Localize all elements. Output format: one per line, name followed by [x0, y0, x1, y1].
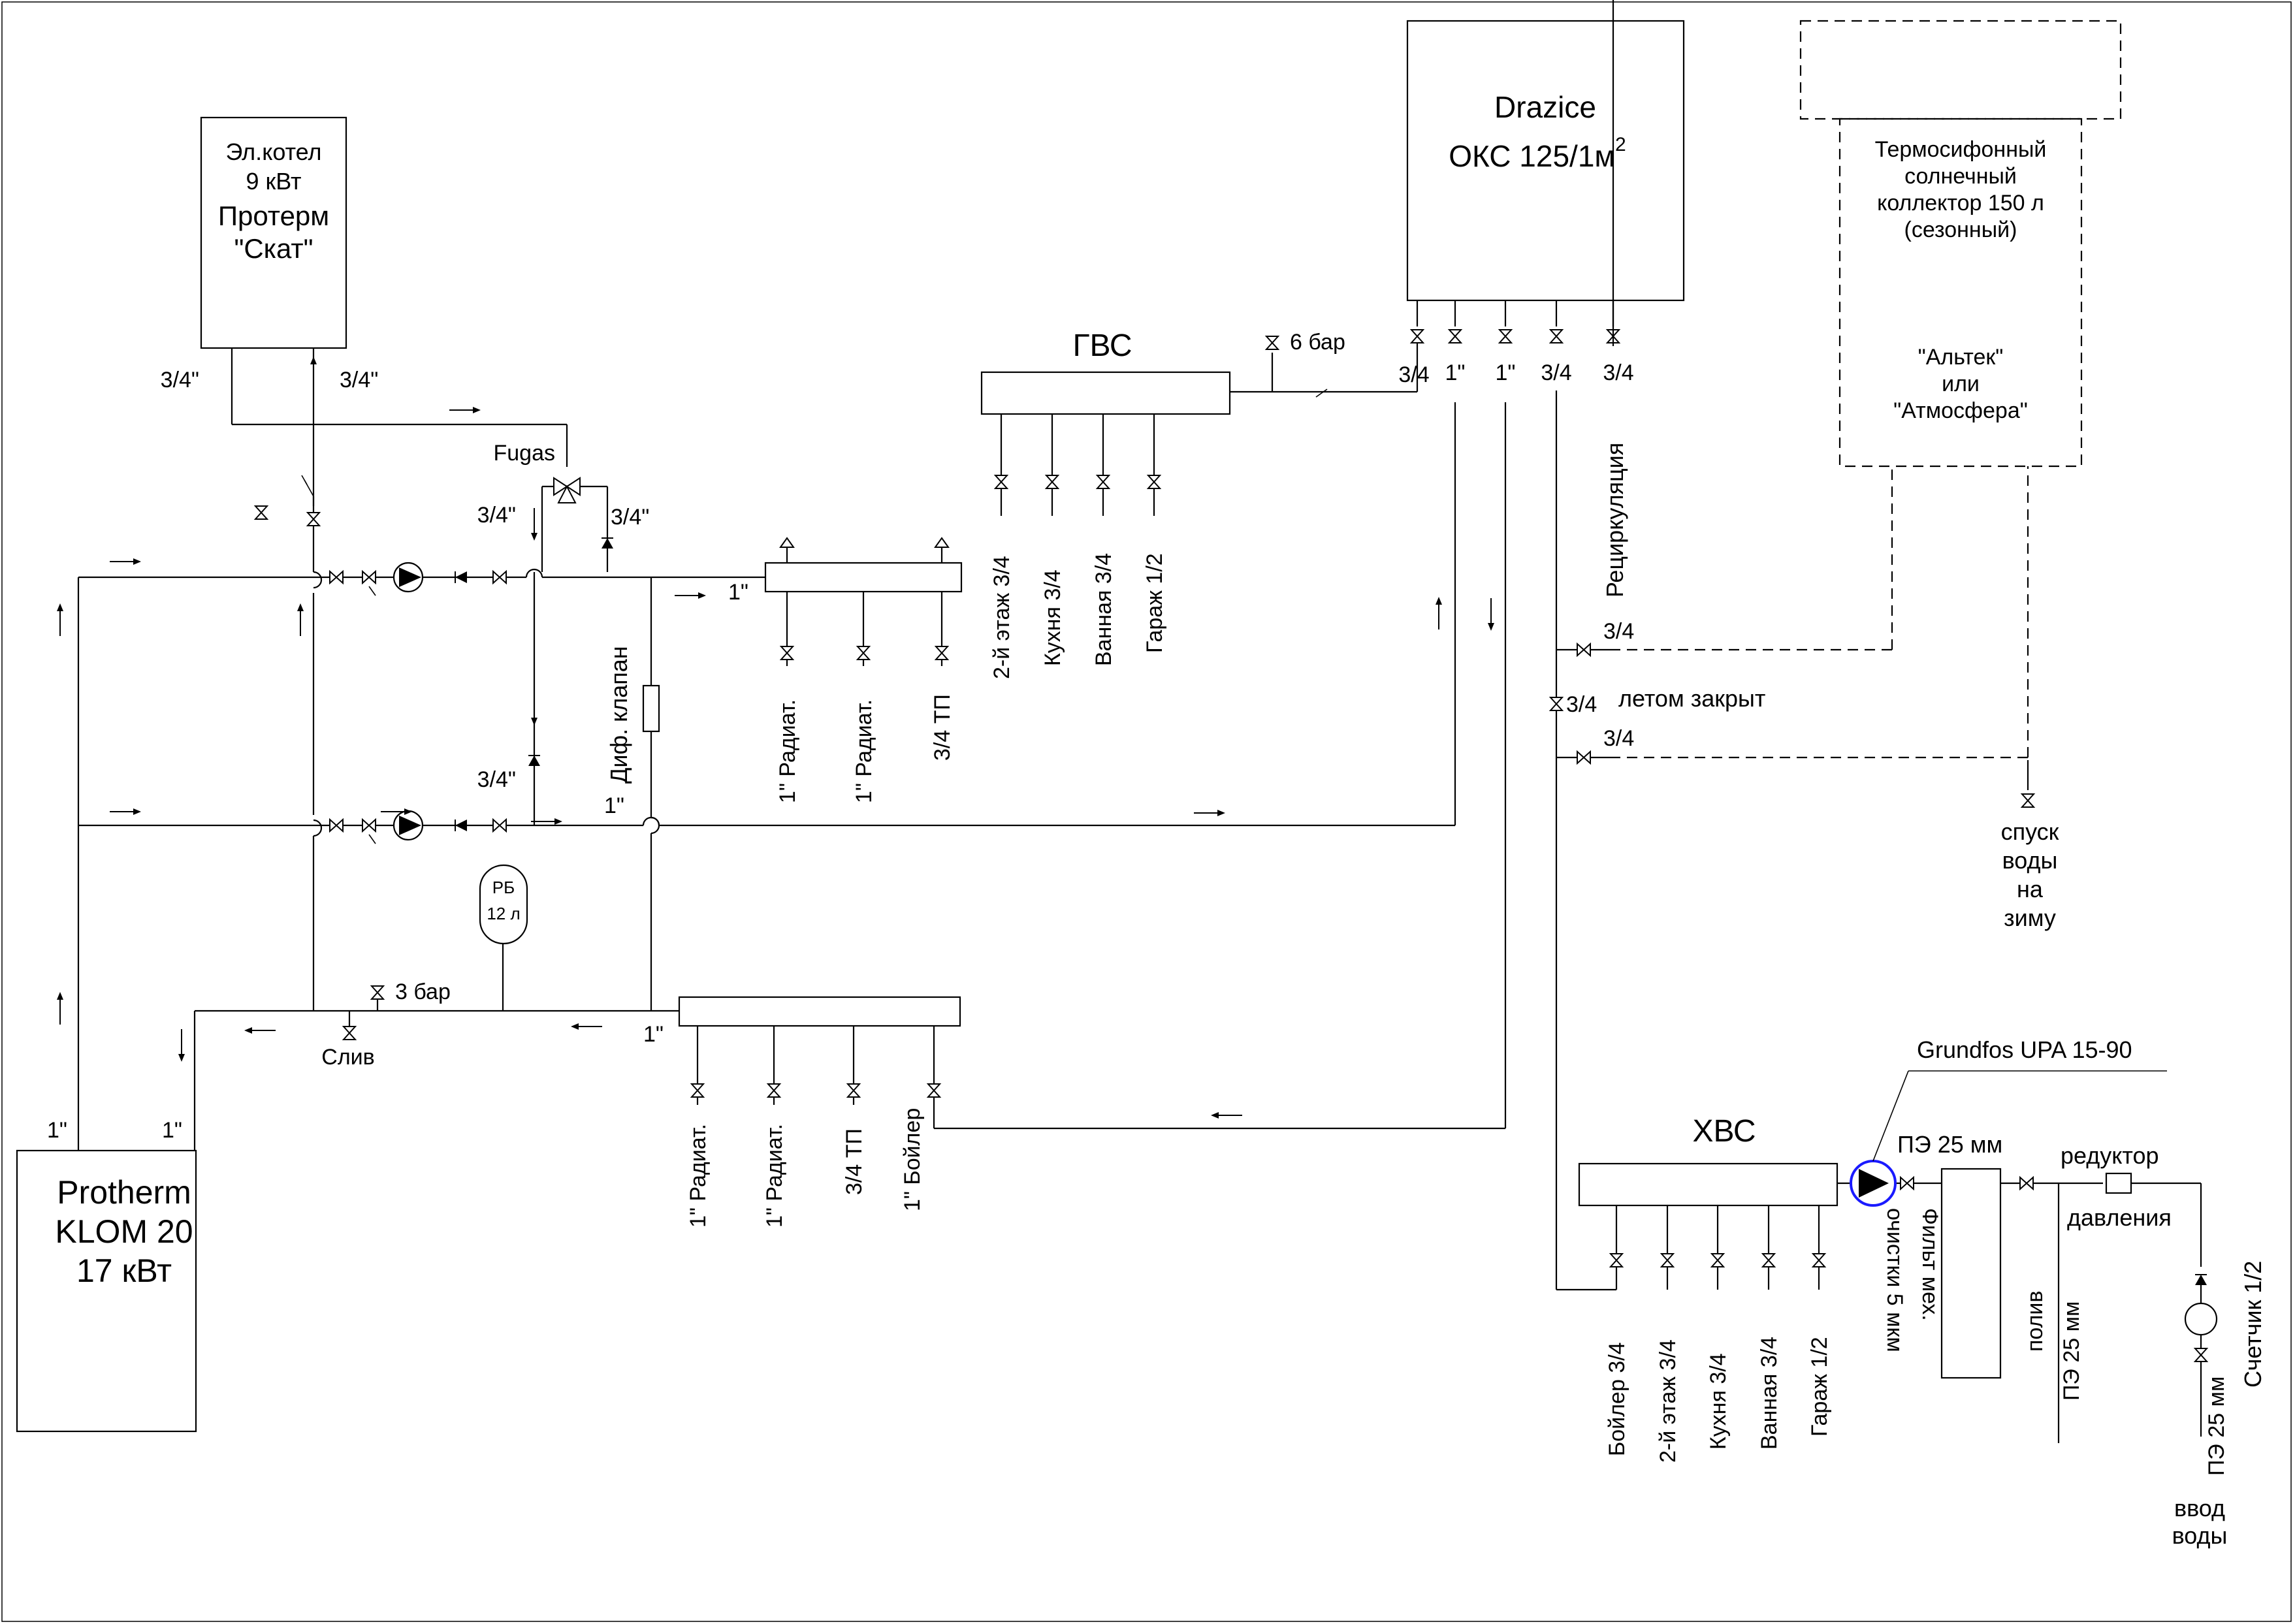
label-fugas-left: 3/4" — [477, 503, 516, 528]
flow-arrows — [56, 558, 1495, 1119]
gvs-title: ГВС — [1072, 328, 1132, 363]
outlet-gvs-3: Ванная 3/4 — [1091, 553, 1116, 666]
electric-boiler-type: Эл.котел — [226, 138, 322, 165]
label-tank-4: 3/4 — [1541, 360, 1571, 385]
electric-boiler-power: 9 кВт — [246, 168, 301, 195]
electric-boiler: Эл.котел 9 кВт Протерм "Скат" — [200, 116, 347, 349]
label-input-1: ввод — [2174, 1495, 2225, 1521]
solar-line5: "Альтек" — [1918, 345, 2004, 370]
water-input-line — [1837, 1070, 2218, 1443]
circulation-pump-lower — [393, 810, 424, 841]
outlet-hvs-1: Бойлер 3/4 — [1605, 1342, 1629, 1456]
solar-line2: солнечный — [1904, 164, 2017, 189]
main-boiler-model: KLOM 20 — [55, 1213, 193, 1250]
label-solar-out: 3/4 — [1603, 726, 1634, 751]
label-tank-3: 1" — [1496, 360, 1516, 385]
label-3bar: 3 бар — [395, 979, 451, 1004]
label-grundfos: Grundfos UPA 15-90 — [1917, 1036, 2132, 1063]
label-tank-5: 3/4 — [1603, 360, 1633, 385]
outlet-upper-2: 1" Радиат. — [852, 699, 876, 803]
solar-line7: "Атмосфера" — [1893, 398, 2028, 423]
main-boiler-brand: Protherm — [57, 1174, 191, 1211]
label-manifold-lower: 1" — [643, 1022, 664, 1047]
outlet-lower-3: 3/4 ТП — [842, 1128, 867, 1195]
outlet-gvs-4: Гараж 1/2 — [1142, 553, 1167, 653]
solar-line4: (сезонный) — [1904, 217, 2017, 242]
electric-boiler-model: "Скат" — [234, 233, 313, 264]
label-check-lower: 3/4" — [477, 767, 516, 792]
solar-line6: или — [1942, 372, 1980, 396]
label-tank-1: 3/4 — [1398, 362, 1429, 387]
label-poliv-1: полив — [2023, 1291, 2047, 1352]
outlet-lower-1: 1" Радиат. — [686, 1124, 711, 1228]
label-el-out-left: 3/4" — [161, 368, 199, 392]
heating-manifold-upper — [764, 537, 963, 666]
main-boiler-power: 17 кВт — [76, 1252, 172, 1289]
label-filter-1: Фильт мех. — [1918, 1208, 1942, 1321]
label-solar-in: 3/4 — [1603, 619, 1634, 644]
label-reductor-2: давления — [2067, 1204, 2172, 1231]
expansion-tank-label: РБ — [492, 878, 515, 897]
label-poliv-2: ПЭ 25 мм — [2059, 1301, 2084, 1401]
outlet-hvs-4: Ванная 3/4 — [1757, 1337, 1782, 1450]
label-drain-winter-4: зиму — [2004, 904, 2056, 931]
label-filter-2: очистки 5 мкм — [1882, 1208, 1907, 1352]
water-meter — [2184, 1302, 2218, 1336]
outlet-lower-4: 1" Бойлер — [900, 1108, 925, 1211]
solar-line1: Термосифонный — [1875, 137, 2047, 162]
label-input-pe: ПЭ 25 мм — [2204, 1377, 2229, 1476]
label-recirculation: Рециркуляция — [1601, 443, 1628, 597]
annotations: 3/4" 3/4" Fugas 3/4" 3/4" 3/4" 1" 1" 1" … — [47, 330, 2266, 1549]
solar-line3: коллектор 150 л — [1877, 191, 2044, 215]
label-counter: Счетчик 1/2 — [2239, 1261, 2266, 1388]
label-drain-winter-1: спуск — [2001, 818, 2059, 845]
label-input-2: воды — [2172, 1522, 2228, 1549]
main-boiler: Protherm KLOM 20 17 кВт — [16, 1149, 197, 1433]
label-fugas: Fugas — [494, 441, 556, 466]
circuit-fittings — [255, 336, 1279, 1040]
label-drain-winter-2: воды — [2002, 847, 2058, 874]
expansion-tank-volume: 12 л — [487, 904, 520, 923]
hvs-title: ХВС — [1692, 1114, 1756, 1149]
label-dif-valve: Диф. клапан — [605, 646, 632, 784]
label-main-out-right: 1" — [162, 1118, 182, 1143]
label-tank-2: 1" — [1445, 360, 1466, 385]
outlet-upper-1: 1" Радиат. — [775, 699, 800, 803]
label-6bar: 6 бар — [1290, 330, 1345, 355]
solar-connections — [1550, 466, 2034, 808]
heating-manifold-lower — [678, 996, 961, 1105]
label-summer-closed: летом закрыт — [1618, 685, 1765, 712]
label-main-out-left: 1" — [47, 1118, 67, 1143]
label-drain: Слив — [321, 1045, 374, 1070]
label-reductor-1: редуктор — [2061, 1142, 2159, 1169]
label-manifold-upper: 1" — [728, 580, 748, 605]
solar-collector: Термосифонный солнечный коллектор 150 л … — [1799, 20, 2122, 468]
label-el-out-right: 3/4" — [340, 368, 378, 392]
outlet-gvs-2: Кухня 3/4 — [1040, 569, 1065, 666]
label-bypass: 3/4 — [1566, 692, 1597, 717]
outlet-lower-2: 1" Радиат. — [762, 1124, 787, 1228]
hvs-manifold: ХВС — [1556, 1114, 1838, 1291]
heating-pipes — [77, 348, 1507, 1151]
circulation-pump-upper — [393, 562, 424, 593]
outlet-gvs-1: 2-й этаж 3/4 — [989, 556, 1014, 679]
electric-boiler-brand: Протерм — [218, 200, 329, 231]
drazice-model: ОКС 125/1м2 — [1449, 134, 1626, 173]
outlet-hvs-2: 2-й этаж 3/4 — [1656, 1339, 1680, 1463]
label-dif-size: 1" — [604, 793, 624, 818]
label-fugas-right: 3/4" — [611, 505, 649, 530]
expansion-tank: РБ 12 л — [479, 864, 528, 945]
gvs-manifold: ГВС — [980, 328, 1419, 516]
drazice-tank: Drazice ОКС 125/1м2 — [1406, 0, 1685, 1290]
outlet-hvs-3: Кухня 3/4 — [1706, 1353, 1731, 1450]
drazice-brand: Drazice — [1494, 90, 1596, 124]
label-drain-winter-3: на — [2017, 876, 2044, 902]
outlet-hvs-5: Гараж 1/2 — [1807, 1337, 1832, 1437]
outlet-upper-3: 3/4 ТП — [930, 694, 955, 761]
label-pump-pe: ПЭ 25 мм — [1897, 1131, 2002, 1158]
